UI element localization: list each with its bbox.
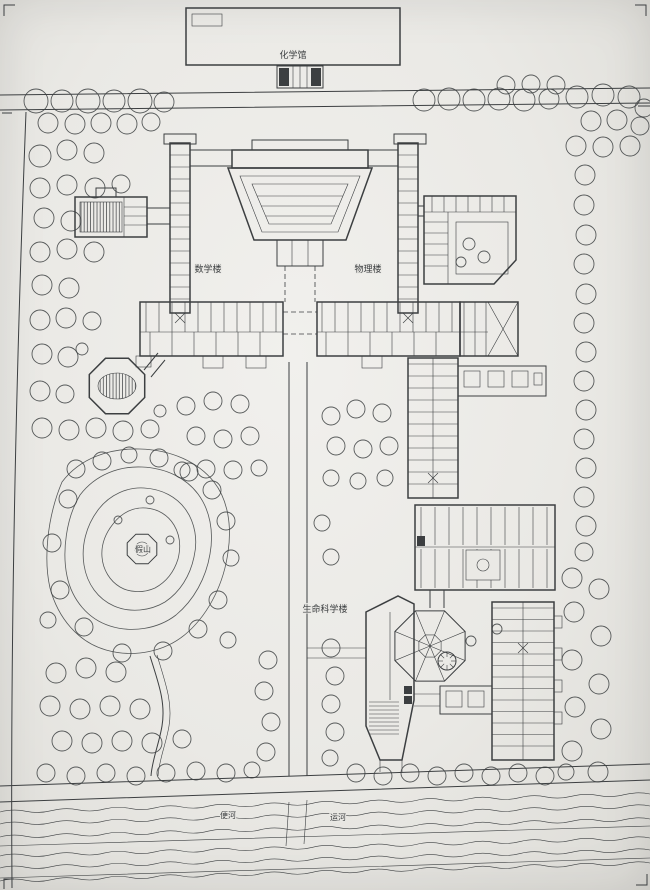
trees — [23, 74, 650, 786]
frame-ticks — [2, 4, 650, 889]
label-canal-left: 便河 — [220, 810, 236, 820]
chemistry-hall-building — [185, 7, 401, 89]
label-canal-right: 运河 — [330, 812, 346, 822]
label-rockery: 假山 — [135, 544, 151, 554]
buildings — [74, 7, 563, 772]
park-rockery — [46, 448, 230, 777]
northeast-annex-building — [418, 195, 517, 285]
label-math-building: 数学楼 — [194, 263, 221, 275]
labels: 化学馆 数学楼 物理楼 生命科学楼 假山 便河 运河 — [134, 48, 383, 823]
label-chemistry-hall: 化学馆 — [279, 49, 306, 61]
northwest-annex-building — [74, 187, 170, 238]
building-interior-lines — [124, 66, 554, 747]
rockery-pavilion — [126, 533, 158, 565]
life-science-building-footprint — [307, 504, 563, 772]
label-physics-building: 物理楼 — [354, 263, 381, 275]
octagon-pavilion — [88, 355, 152, 415]
canals — [0, 792, 650, 882]
label-life-science: 生命科学楼 — [302, 603, 347, 615]
midright-slab-building — [407, 357, 547, 499]
math-physics-complex — [139, 133, 519, 378]
